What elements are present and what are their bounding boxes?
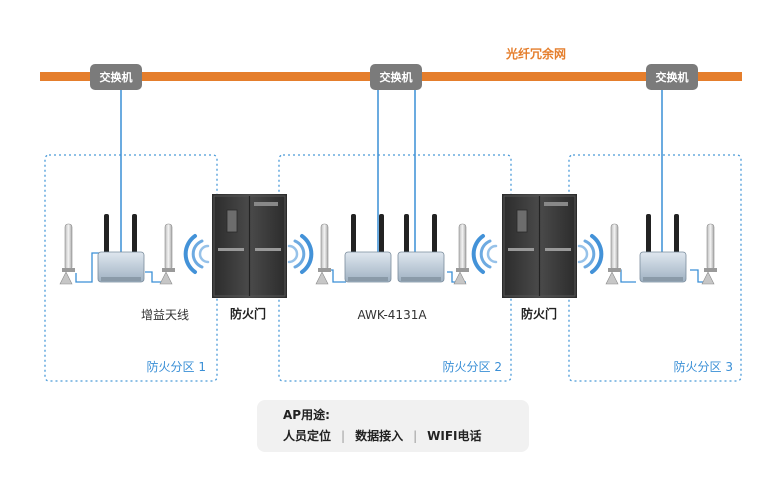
ap-usage-list: 人员定位 | 数据接入 | WIFI电话 (283, 428, 529, 444)
device-model-caption: AWK-4131A (357, 308, 427, 322)
ap-usage-item: WIFI电话 (427, 429, 482, 443)
fire-door-2 (502, 194, 577, 298)
fire-zone-2 (278, 154, 512, 382)
ap-usage-item: 人员定位 (283, 429, 332, 443)
ap-usage-item: 数据接入 (355, 429, 404, 443)
fire-zone-1-label: 防火分区 1 (147, 359, 206, 374)
gain-antenna-3 (315, 223, 331, 285)
gain-antenna-1 (59, 223, 75, 285)
gain-antenna-4 (453, 223, 469, 285)
access-point-4 (639, 214, 687, 283)
switch-2-label: 交换机 (380, 70, 413, 84)
access-point-3 (397, 214, 445, 283)
antenna-caption: 增益天线 (141, 308, 189, 322)
fire-zone-1 (44, 154, 218, 382)
fire-door-2-label: 防火门 (521, 306, 557, 321)
fiber-network-label: 光纤冗余网 (505, 46, 566, 61)
gain-antenna-5 (605, 223, 621, 285)
switch-3-label: 交换机 (656, 70, 689, 84)
uplink-cables (120, 90, 663, 253)
ap-usage-title: AP用途: (283, 408, 330, 422)
separator: | (341, 429, 346, 443)
fire-zone-2-label: 防火分区 2 (443, 359, 502, 374)
switch-1-label: 交换机 (100, 70, 133, 84)
fire-zone-3-label: 防火分区 3 (674, 359, 733, 374)
gain-antenna-2 (159, 223, 175, 285)
switch-2: 交换机 (370, 64, 422, 90)
fire-door-1-label: 防火门 (230, 306, 266, 321)
wifi-waves-2 (471, 234, 604, 274)
switch-3: 交换机 (646, 64, 698, 90)
fire-door-1 (212, 194, 287, 298)
fire-zone-3 (568, 154, 742, 382)
gain-antenna-6 (701, 223, 717, 285)
switch-1: 交换机 (90, 64, 142, 90)
ap-usage-legend: AP用途: 人员定位 | 数据接入 | WIFI电话 (257, 400, 529, 452)
separator: | (413, 429, 418, 443)
wifi-waves-1 (183, 234, 314, 274)
access-point-2 (344, 214, 392, 283)
access-point-1 (97, 214, 145, 283)
